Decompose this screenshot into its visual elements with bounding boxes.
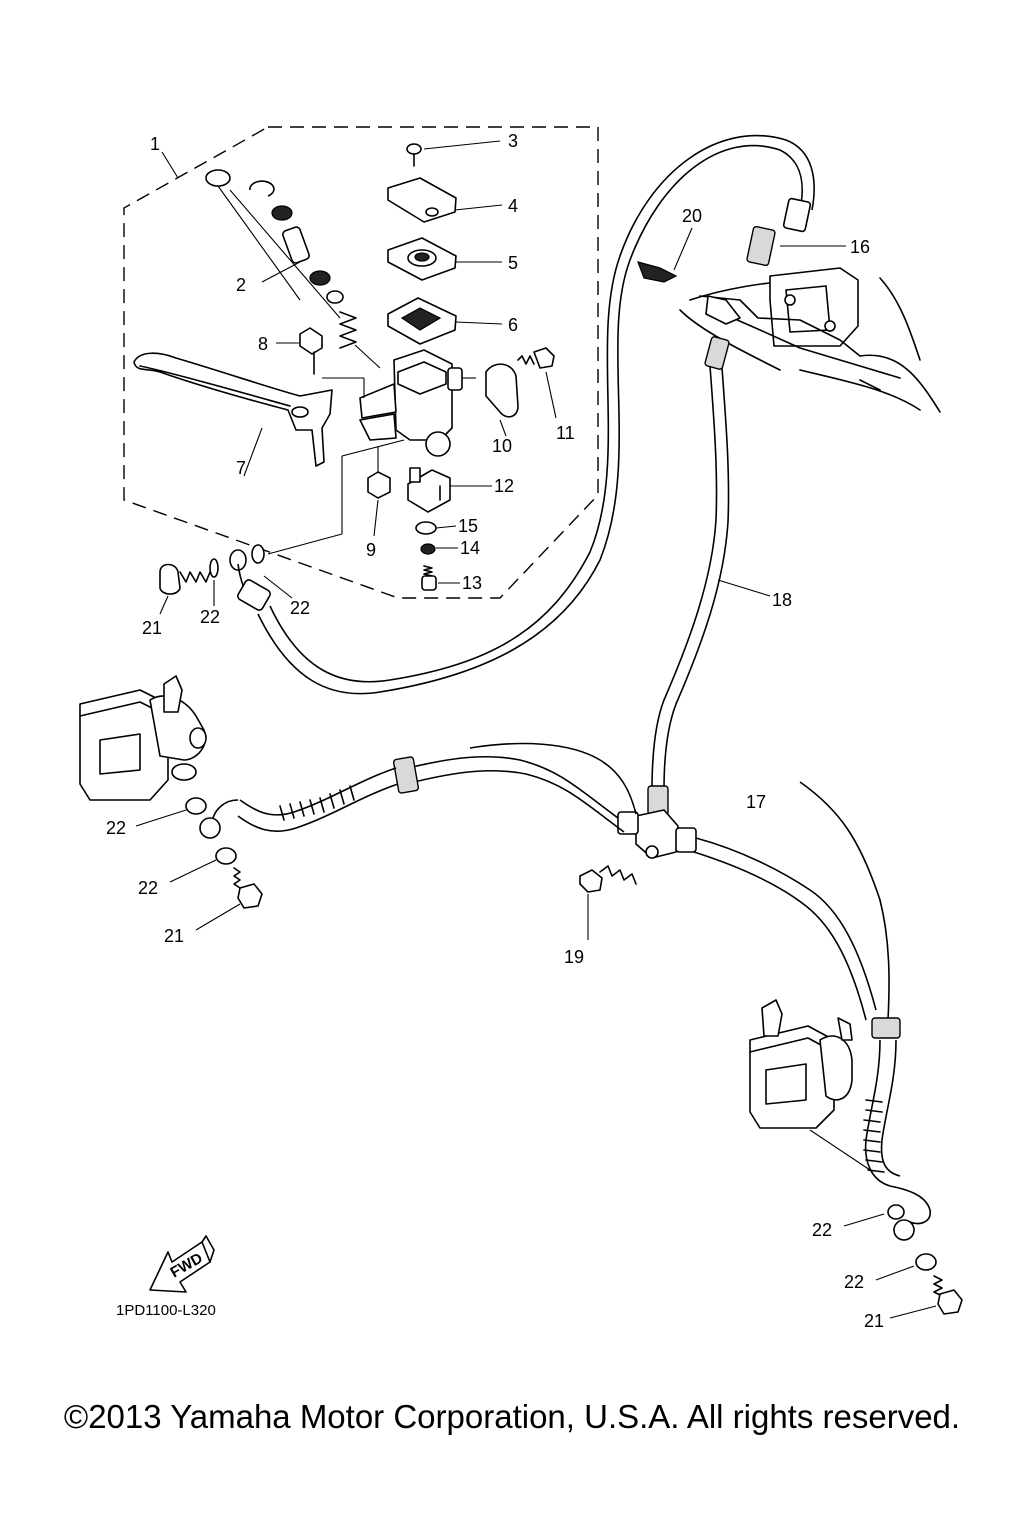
left-union-bolt-part — [135, 797, 263, 931]
callout-22-a: 22 — [200, 607, 220, 627]
callout-15: 15 — [458, 516, 478, 536]
callout-19: 19 — [564, 947, 584, 967]
callout-21-b: 21 — [164, 926, 184, 946]
callout-5: 5 — [508, 253, 518, 273]
brake-hose-joint — [617, 809, 697, 859]
callout-11: 11 — [556, 423, 575, 443]
callout-21-c: 21 — [864, 1311, 884, 1331]
callout-8: 8 — [258, 334, 268, 354]
callout-22-d: 22 — [138, 878, 158, 898]
union-bolt-upper-part — [159, 439, 405, 615]
master-cylinder-assembly-outline — [123, 126, 599, 599]
left-caliper-part — [79, 675, 207, 801]
hose-bracket-frame — [637, 227, 941, 413]
brake-pipe-18 — [647, 336, 771, 817]
callout-22-f: 22 — [844, 1272, 864, 1292]
callout-12: 12 — [494, 476, 514, 496]
brake-lever-part — [133, 352, 333, 477]
switch-screw-part — [421, 565, 460, 591]
drawing-code: 1PD1100-L320 — [116, 1302, 216, 1319]
callout-17: 17 — [746, 792, 766, 812]
callout-20: 20 — [682, 206, 702, 226]
callout-14: 14 — [460, 538, 480, 558]
callout-9: 9 — [366, 540, 376, 560]
reservoir-cap-part — [387, 177, 503, 223]
callout-labels: 1 2 3 4 5 6 7 8 9 10 11 12 13 14 15 16 1… — [106, 131, 884, 1331]
callout-22-e: 22 — [812, 1220, 832, 1240]
callout-18: 18 — [772, 590, 792, 610]
callout-6: 6 — [508, 315, 518, 335]
washer-part-15 — [415, 521, 457, 535]
joint-bolt-part — [579, 865, 637, 940]
clamp-bolt-part — [517, 347, 557, 419]
callout-10: 10 — [492, 436, 512, 456]
callout-16: 16 — [850, 237, 870, 257]
callout-1: 1 — [150, 134, 160, 154]
callout-3: 3 — [508, 131, 518, 151]
callout-2: 2 — [236, 275, 246, 295]
diaphragm-plate-part — [387, 237, 502, 281]
holder-clamp-part — [485, 363, 519, 437]
upper-brake-hose — [237, 134, 846, 695]
callout-21-a: 21 — [142, 618, 162, 638]
left-caliper-hose — [199, 742, 890, 1021]
right-caliper-part — [749, 999, 871, 1171]
washer-part-14 — [420, 543, 458, 555]
callout-22-c: 22 — [106, 818, 126, 838]
nut-part — [367, 446, 391, 537]
screw-part — [406, 140, 501, 167]
pivot-bolt-part — [276, 327, 365, 398]
callout-22-b: 22 — [290, 598, 310, 618]
copyright-footer: ©2013 Yamaha Motor Corporation, U.S.A. A… — [63, 1398, 961, 1435]
piston-kit-part — [205, 169, 381, 369]
master-cylinder-body-part — [359, 349, 476, 457]
diaphragm-part — [387, 297, 503, 345]
fwd-arrow-icon: FWD — [149, 1235, 215, 1293]
callout-4: 4 — [508, 196, 518, 216]
brake-switch-part — [407, 467, 492, 513]
callout-13: 13 — [462, 573, 482, 593]
right-caliper-hose — [693, 837, 931, 1241]
callout-7: 7 — [236, 458, 246, 478]
right-union-bolt-part — [843, 1204, 963, 1319]
